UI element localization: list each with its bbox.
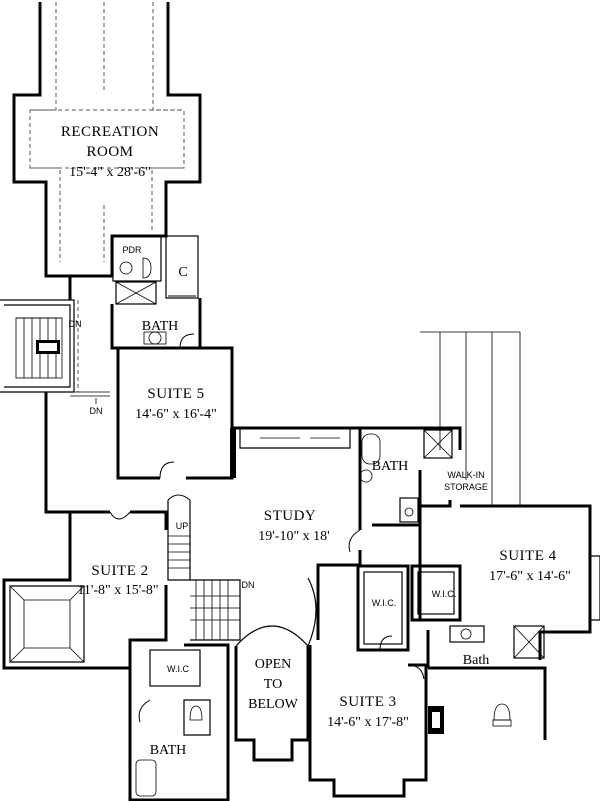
study-name: STUDY [264, 508, 317, 524]
suite-4-name: SUITE 4 [499, 548, 556, 564]
wic-middle-label: W.I.C. [372, 598, 397, 608]
suite-3-name: SUITE 3 [339, 694, 396, 710]
pdr-label: PDR [122, 245, 142, 255]
recreation-room-name-1: RECREATION [61, 124, 159, 140]
suite-2-dims: 11'-8" x 15'-8" [77, 583, 158, 598]
open-label-3: BELOW [248, 697, 299, 712]
stair-center [167, 494, 241, 641]
suite-2-name: SUITE 2 [91, 563, 148, 579]
suite-5-dims: 14'-6" x 16'-4" [135, 407, 217, 422]
bath-middle-label: BATH [372, 459, 409, 474]
recreation-room-name-2: ROOM [86, 144, 133, 160]
bath-top-label: BATH [142, 319, 179, 334]
suite-5-name: SUITE 5 [147, 386, 204, 402]
wic-middle [356, 564, 410, 652]
wic-right [410, 564, 462, 622]
walk-in-label-1: WALK-IN [447, 470, 484, 480]
stair-up-label: UP [176, 521, 189, 531]
suite-4-dims: 17'-6" x 14'-6" [489, 569, 571, 584]
recreation-room-dims: 15'-4" x 28'-6" [69, 165, 151, 180]
suite-3 [308, 645, 444, 798]
hall-dn: DN [90, 406, 103, 416]
open-label-1: OPEN [255, 657, 292, 672]
bath-suite-4 [426, 625, 547, 740]
walk-in-label-2: STORAGE [444, 482, 488, 492]
stair-left [0, 299, 79, 393]
powder-room [112, 235, 162, 305]
recreation-room [12, 2, 202, 278]
stair-left-dn: DN [69, 319, 82, 329]
open-label-2: TO [264, 677, 282, 692]
walk-in-storage [420, 331, 521, 505]
stair-dn-label: DN [242, 580, 255, 590]
bath-bottom-label: BATH [150, 743, 187, 758]
bath-middle [359, 426, 462, 527]
suite-3-dims: 14'-6" x 17'-8" [327, 715, 409, 730]
study-dims: 19'-10" x 18' [258, 529, 329, 544]
wic-small-label: W.I.C [167, 664, 189, 674]
closet-label: C [178, 265, 187, 280]
bath-bottom [135, 699, 211, 797]
open-to-below [234, 577, 319, 762]
wic-small [128, 640, 230, 801]
wic-right-label: W.I.C. [432, 589, 457, 599]
closet [165, 235, 199, 299]
bath-suite-4-label: Bath [463, 653, 489, 668]
suite-2 [2, 510, 168, 670]
